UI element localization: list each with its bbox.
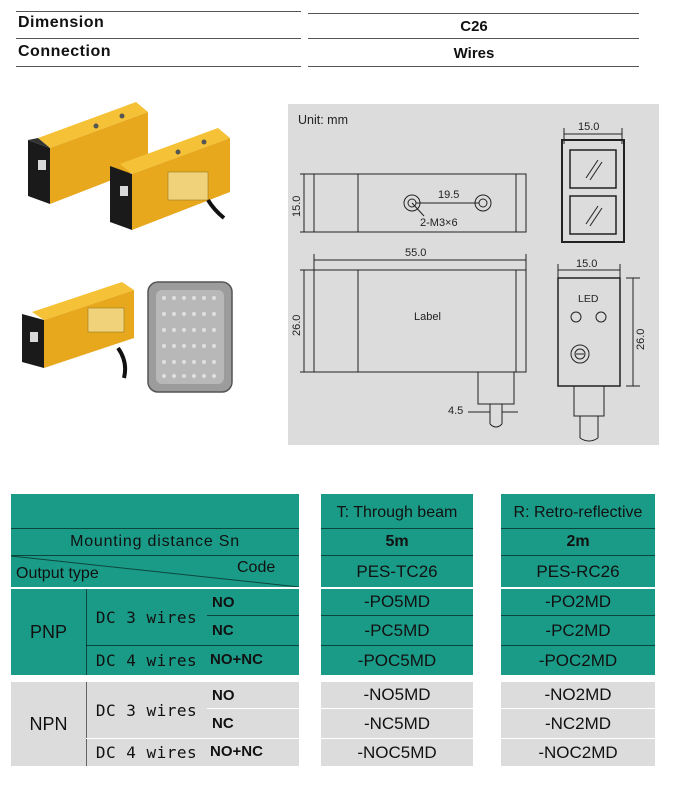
divider (321, 528, 473, 529)
divider (86, 738, 299, 739)
npn-group-left (11, 682, 299, 766)
divider (321, 708, 473, 709)
code-pnp-no-r: -PO2MD (544, 592, 612, 611)
connection-label: Connection (18, 43, 111, 60)
pnp-group-r (501, 589, 655, 675)
divider (86, 589, 87, 675)
divider (501, 645, 655, 646)
divider (207, 708, 299, 709)
pnp-no-mode: NO (212, 594, 235, 611)
dim-cable: 4.5 (448, 405, 463, 417)
sensor-photo (22, 282, 134, 379)
divider (308, 66, 639, 67)
divider (86, 682, 87, 766)
front-view (313, 269, 527, 373)
reflector-photo (147, 281, 233, 393)
col-t-distance: 5m (385, 533, 409, 550)
divider (501, 708, 655, 709)
col-r-distance: 2m (566, 533, 590, 550)
face-view (561, 139, 625, 243)
dim-len55: 55.0 (405, 247, 426, 259)
divider (321, 555, 473, 556)
code-pnp-nc-r: -PC2MD (545, 620, 611, 640)
npn-nc-mode: NC (212, 715, 234, 732)
code-npn-nc-r: -NC2MD (544, 713, 612, 733)
npn-dc3-label: DC 3 wires (95, 700, 198, 720)
pnp-group-left (11, 589, 299, 675)
code-pnp-no-t: -PO5MD (363, 592, 431, 611)
dim-hole: 2-M3×6 (420, 217, 458, 229)
col-t-title: T: Through beam (336, 504, 458, 521)
divider (501, 528, 655, 529)
divider (501, 738, 655, 739)
npn-group-r (501, 682, 655, 766)
dimension-label: Dimension (18, 14, 105, 31)
dim-w15-side: 15.0 (576, 258, 597, 270)
top-view (313, 173, 527, 233)
pnp-label: PNP (29, 621, 67, 642)
col-r-title: R: Retro-reflective (513, 504, 643, 521)
divider (321, 738, 473, 739)
label-text: Label (414, 311, 441, 323)
dim-w15-top: 15.0 (578, 121, 599, 133)
col-t-model: PES-TC26 (356, 561, 438, 581)
sensor-photo (28, 102, 148, 204)
npn-dc4-label: DC 4 wires (95, 743, 198, 762)
divider (11, 528, 299, 529)
pnp-group-t (321, 589, 473, 675)
divider (501, 555, 655, 556)
sensor-photo (110, 128, 230, 230)
pnp-nonc-mode: NO+NC (210, 651, 263, 668)
header-col-t (321, 494, 473, 587)
code-label: Code (237, 559, 276, 576)
col-r-model: PES-RC26 (536, 561, 620, 581)
code-pnp-nc-t: -PC5MD (364, 620, 430, 640)
led-text: LED (578, 293, 599, 305)
mounting-distance-label: Mounting distance Sn (70, 533, 240, 550)
divider (501, 615, 655, 616)
product-photos (22, 102, 233, 393)
npn-label: NPN (29, 713, 68, 734)
code-npn-no-t: -NO5MD (363, 685, 431, 704)
pnp-nc-mode: NC (212, 622, 234, 639)
divider (16, 66, 301, 67)
divider (308, 38, 639, 39)
npn-group-t (321, 682, 473, 766)
divider (321, 645, 473, 646)
code-npn-nonc-t: -NOC5MD (357, 742, 437, 762)
code-pnp-nonc-r: -POC2MD (538, 650, 618, 670)
code-npn-nonc-r: -NOC2MD (538, 742, 618, 762)
divider (11, 587, 299, 588)
pnp-dc4-label: DC 4 wires (95, 651, 198, 670)
divider (207, 615, 299, 616)
divider (16, 11, 301, 12)
dimension-drawing: Unit: mm 19.5 2-M3×6 15.0 Label 55.0 26.… (288, 104, 659, 445)
code-pnp-nonc-t: -POC5MD (357, 650, 437, 670)
header-col-r (501, 494, 655, 587)
code-npn-nc-t: -NC5MD (363, 713, 431, 733)
divider (16, 38, 301, 39)
dim-h26: 26.0 (291, 315, 303, 336)
code-npn-no-r: -NO2MD (544, 685, 612, 704)
dimension-value: C26 (460, 18, 488, 35)
npn-no-mode: NO (212, 687, 235, 704)
npn-nonc-mode: NO+NC (210, 743, 263, 760)
pnp-dc3-label: DC 3 wires (95, 607, 198, 627)
diagonal-line (11, 556, 299, 587)
output-type-label: Output type (16, 565, 99, 582)
divider (308, 13, 639, 14)
divider (86, 645, 299, 646)
connection-value: Wires (453, 45, 495, 62)
dim-h15: 15.0 (291, 196, 303, 217)
divider (11, 555, 299, 556)
dim-spacing: 19.5 (438, 189, 459, 201)
dim-h26-right: 26.0 (635, 329, 647, 350)
divider (321, 615, 473, 616)
unit-label: Unit: mm (298, 113, 348, 127)
